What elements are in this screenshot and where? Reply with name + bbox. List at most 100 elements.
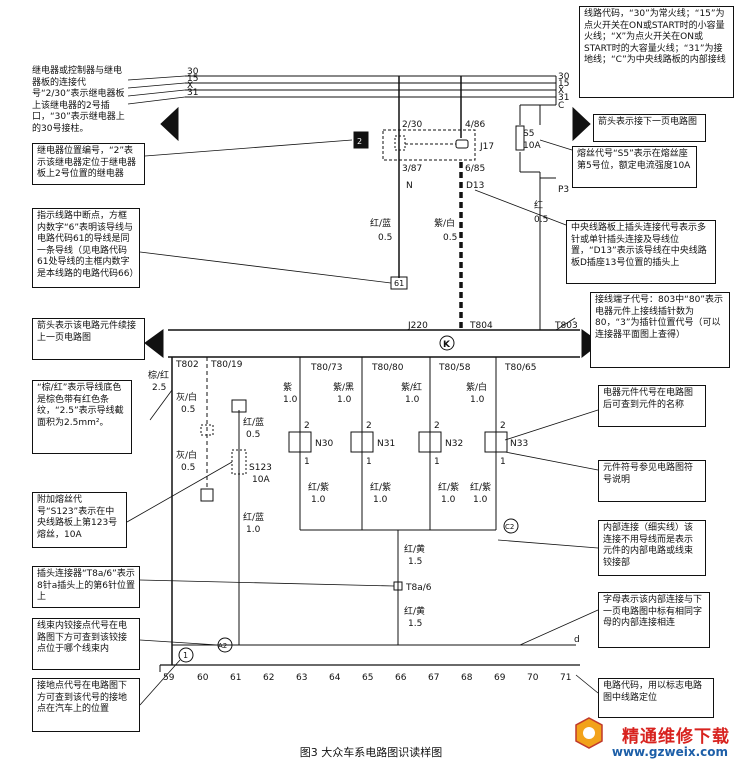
circuit-code-59: 59 xyxy=(163,673,175,683)
wire-red-yellow-size: 1.5 xyxy=(408,557,422,567)
relay-j17-box xyxy=(382,129,476,161)
relay-position-icon xyxy=(353,131,369,149)
next-page-arrow-icon-2 xyxy=(160,106,179,142)
k-symbol xyxy=(439,335,455,351)
rail-label-31-right: 31 xyxy=(558,93,569,103)
watermark-url: www.gzweix.com xyxy=(611,745,728,759)
wire-purple-black: 紫/黑 xyxy=(333,382,354,393)
wire-red-purple-n30: 红/紫 xyxy=(308,481,329,493)
note-arrow-next: 箭头表示接下一页电路图 xyxy=(593,114,706,142)
wire-red: 红 xyxy=(534,199,543,211)
n32-valve xyxy=(418,431,442,453)
rail-label-x: X xyxy=(187,81,193,91)
break-box-label: 61 xyxy=(394,279,404,288)
pin-2-n32: 2 xyxy=(434,421,440,431)
rail-label-31: 31 xyxy=(187,88,198,98)
label-s123: S123 xyxy=(249,463,272,473)
note-plug-connector: 插头连接器“T8a/6”表示8针a插头上的第6针位置上 xyxy=(32,566,140,608)
wire-purple-red: 紫/红 xyxy=(401,381,422,393)
wire-purple-white-2: 紫/白 xyxy=(466,381,487,393)
rail-label-c: C xyxy=(558,101,564,111)
note-wire-color: “棕/红”表示导线底色是棕色带有红色条纹，“2.5”表示导线截面积为2.5mm²… xyxy=(32,380,132,454)
label-t80-19: T80/19 xyxy=(210,360,243,370)
label-t80-65: T80/65 xyxy=(504,363,536,373)
wire-purple-black-size: 1.0 xyxy=(337,395,352,405)
note-component-code: 电器元件代号在电路图后可查到元件的名称 xyxy=(598,385,706,427)
label-t80-58: T80/58 xyxy=(438,363,471,373)
label-n33: N33 xyxy=(510,439,528,449)
note-relay-position: 继电器位置编号，“2”表示该继电器定位于继电器板上2号位置的继电器 xyxy=(32,143,145,185)
wire-purple-white: 紫/白 xyxy=(434,217,455,229)
note-internal-connection: 内部连接（细实线）该连接不用导线而是表示元件的内部电路或线束铰接部 xyxy=(598,520,706,576)
wire-red-blue-2-size: 0.5 xyxy=(246,430,260,440)
wire-red-purple-n33: 红/紫 xyxy=(470,481,491,493)
circuit-code-61: 61 xyxy=(230,673,241,683)
wire-gray-white: 灰/白 xyxy=(176,391,197,403)
wire-brown-red-size: 2.5 xyxy=(152,383,166,393)
note-central-connector: 中央线路板上插头连接代号表示多针或单针插头连接及导线位置，“D13”表示该导线在… xyxy=(566,220,716,284)
label-t80-73: T80/73 xyxy=(310,363,342,373)
label-t802: T802 xyxy=(175,360,199,370)
label-t803: T803 xyxy=(554,321,578,331)
wire-purple: 紫 xyxy=(283,382,292,393)
label-t8a6: T8a/6 xyxy=(405,583,432,593)
ground-point-1 xyxy=(178,647,194,663)
watermark-logo-icon xyxy=(575,717,603,749)
label-6-85: 6/85 xyxy=(465,164,485,174)
wire-red-blue-size: 0.5 xyxy=(378,233,392,243)
n31-valve xyxy=(350,431,374,453)
rail-label-30-right: 30 xyxy=(558,72,570,82)
wire-red-yellow-2: 红/黄 xyxy=(404,605,425,617)
wire-red-purple-size-n32: 1.0 xyxy=(441,495,456,505)
label-d: d xyxy=(574,635,580,645)
figure-caption: 图3 大众车系电路图识读样图 xyxy=(299,746,443,759)
wire-purple-white-2-size: 1.0 xyxy=(470,395,485,405)
rail-label-15: 15 xyxy=(187,74,198,84)
label-t804: T804 xyxy=(469,321,493,331)
pin-1-n31: 1 xyxy=(366,457,372,467)
next-page-arrow-icon xyxy=(572,106,591,142)
label-j17: J17 xyxy=(479,142,494,152)
label-ground-1: 1 xyxy=(183,651,188,660)
wire-purple-size: 1.0 xyxy=(283,395,298,405)
prev-page-arrow-icon xyxy=(144,329,164,359)
label-s5: S5 xyxy=(523,129,534,139)
k-symbol-label: K xyxy=(443,340,451,350)
label-n30: N30 xyxy=(315,439,333,449)
wire-purple-white-size: 0.5 xyxy=(443,233,457,243)
label-p3: P3 xyxy=(558,185,569,195)
note-extra-fuse: 附加熔丝代号“S123”表示在中央线路板上第123号熔丝，10A xyxy=(32,492,127,548)
label-t80-80: T80/80 xyxy=(371,363,404,373)
wire-red-blue-3-size: 1.0 xyxy=(246,525,261,535)
note-fuse-code: 熔丝代号“S5”表示在熔丝座第5号位，额定电流强度10A xyxy=(572,146,697,188)
label-3-87: 3/87 xyxy=(402,164,422,174)
rail-label-15-right: 15 xyxy=(558,79,569,89)
wire-red-yellow-2-size: 1.5 xyxy=(408,619,422,629)
wire-red-blue-3: 红/蓝 xyxy=(243,511,264,523)
circuit-code-67: 67 xyxy=(428,673,439,683)
note-terminal-code: 接线端子代号：803中“80”表示电器元件上接线插针数为80，“3”为插针位置代… xyxy=(590,292,730,368)
pin-2-n31: 2 xyxy=(366,421,372,431)
wire-red-blue-2: 红/蓝 xyxy=(243,416,264,428)
wire-gray-white-size: 0.5 xyxy=(181,405,195,415)
wire-red-yellow: 红/黄 xyxy=(404,543,425,555)
label-d13: D13 xyxy=(466,181,484,191)
note-component-symbol: 元件符号参见电路图符号说明 xyxy=(598,460,706,502)
label-s5-rating: 10A xyxy=(523,141,541,151)
n30-valve xyxy=(288,431,312,453)
note-relay-connection: 继电器或控制器与继电器板的连接代号“2/30”表示继电器板上该继电器的2号插口，… xyxy=(32,66,125,134)
label-a2: A2 xyxy=(218,642,227,650)
circuit-code-65: 65 xyxy=(362,673,373,683)
pin-2-n30: 2 xyxy=(304,421,310,431)
note-break-point: 指示线路中断点，方框内数字“6”表明该导线与电路代码61的导线是同一条导线（见电… xyxy=(32,208,140,288)
circuit-code-70: 70 xyxy=(527,673,539,683)
wire-red-purple-size-n33: 1.0 xyxy=(473,495,488,505)
circuit-code-64: 64 xyxy=(329,673,341,683)
pin-1-n30: 1 xyxy=(304,457,310,467)
c2-connection xyxy=(503,518,519,534)
label-relay-num: 2 xyxy=(357,137,362,146)
label-n: N xyxy=(406,181,413,191)
label-s123-rating: 10A xyxy=(252,475,270,485)
wire-purple-red-size: 1.0 xyxy=(405,395,420,405)
